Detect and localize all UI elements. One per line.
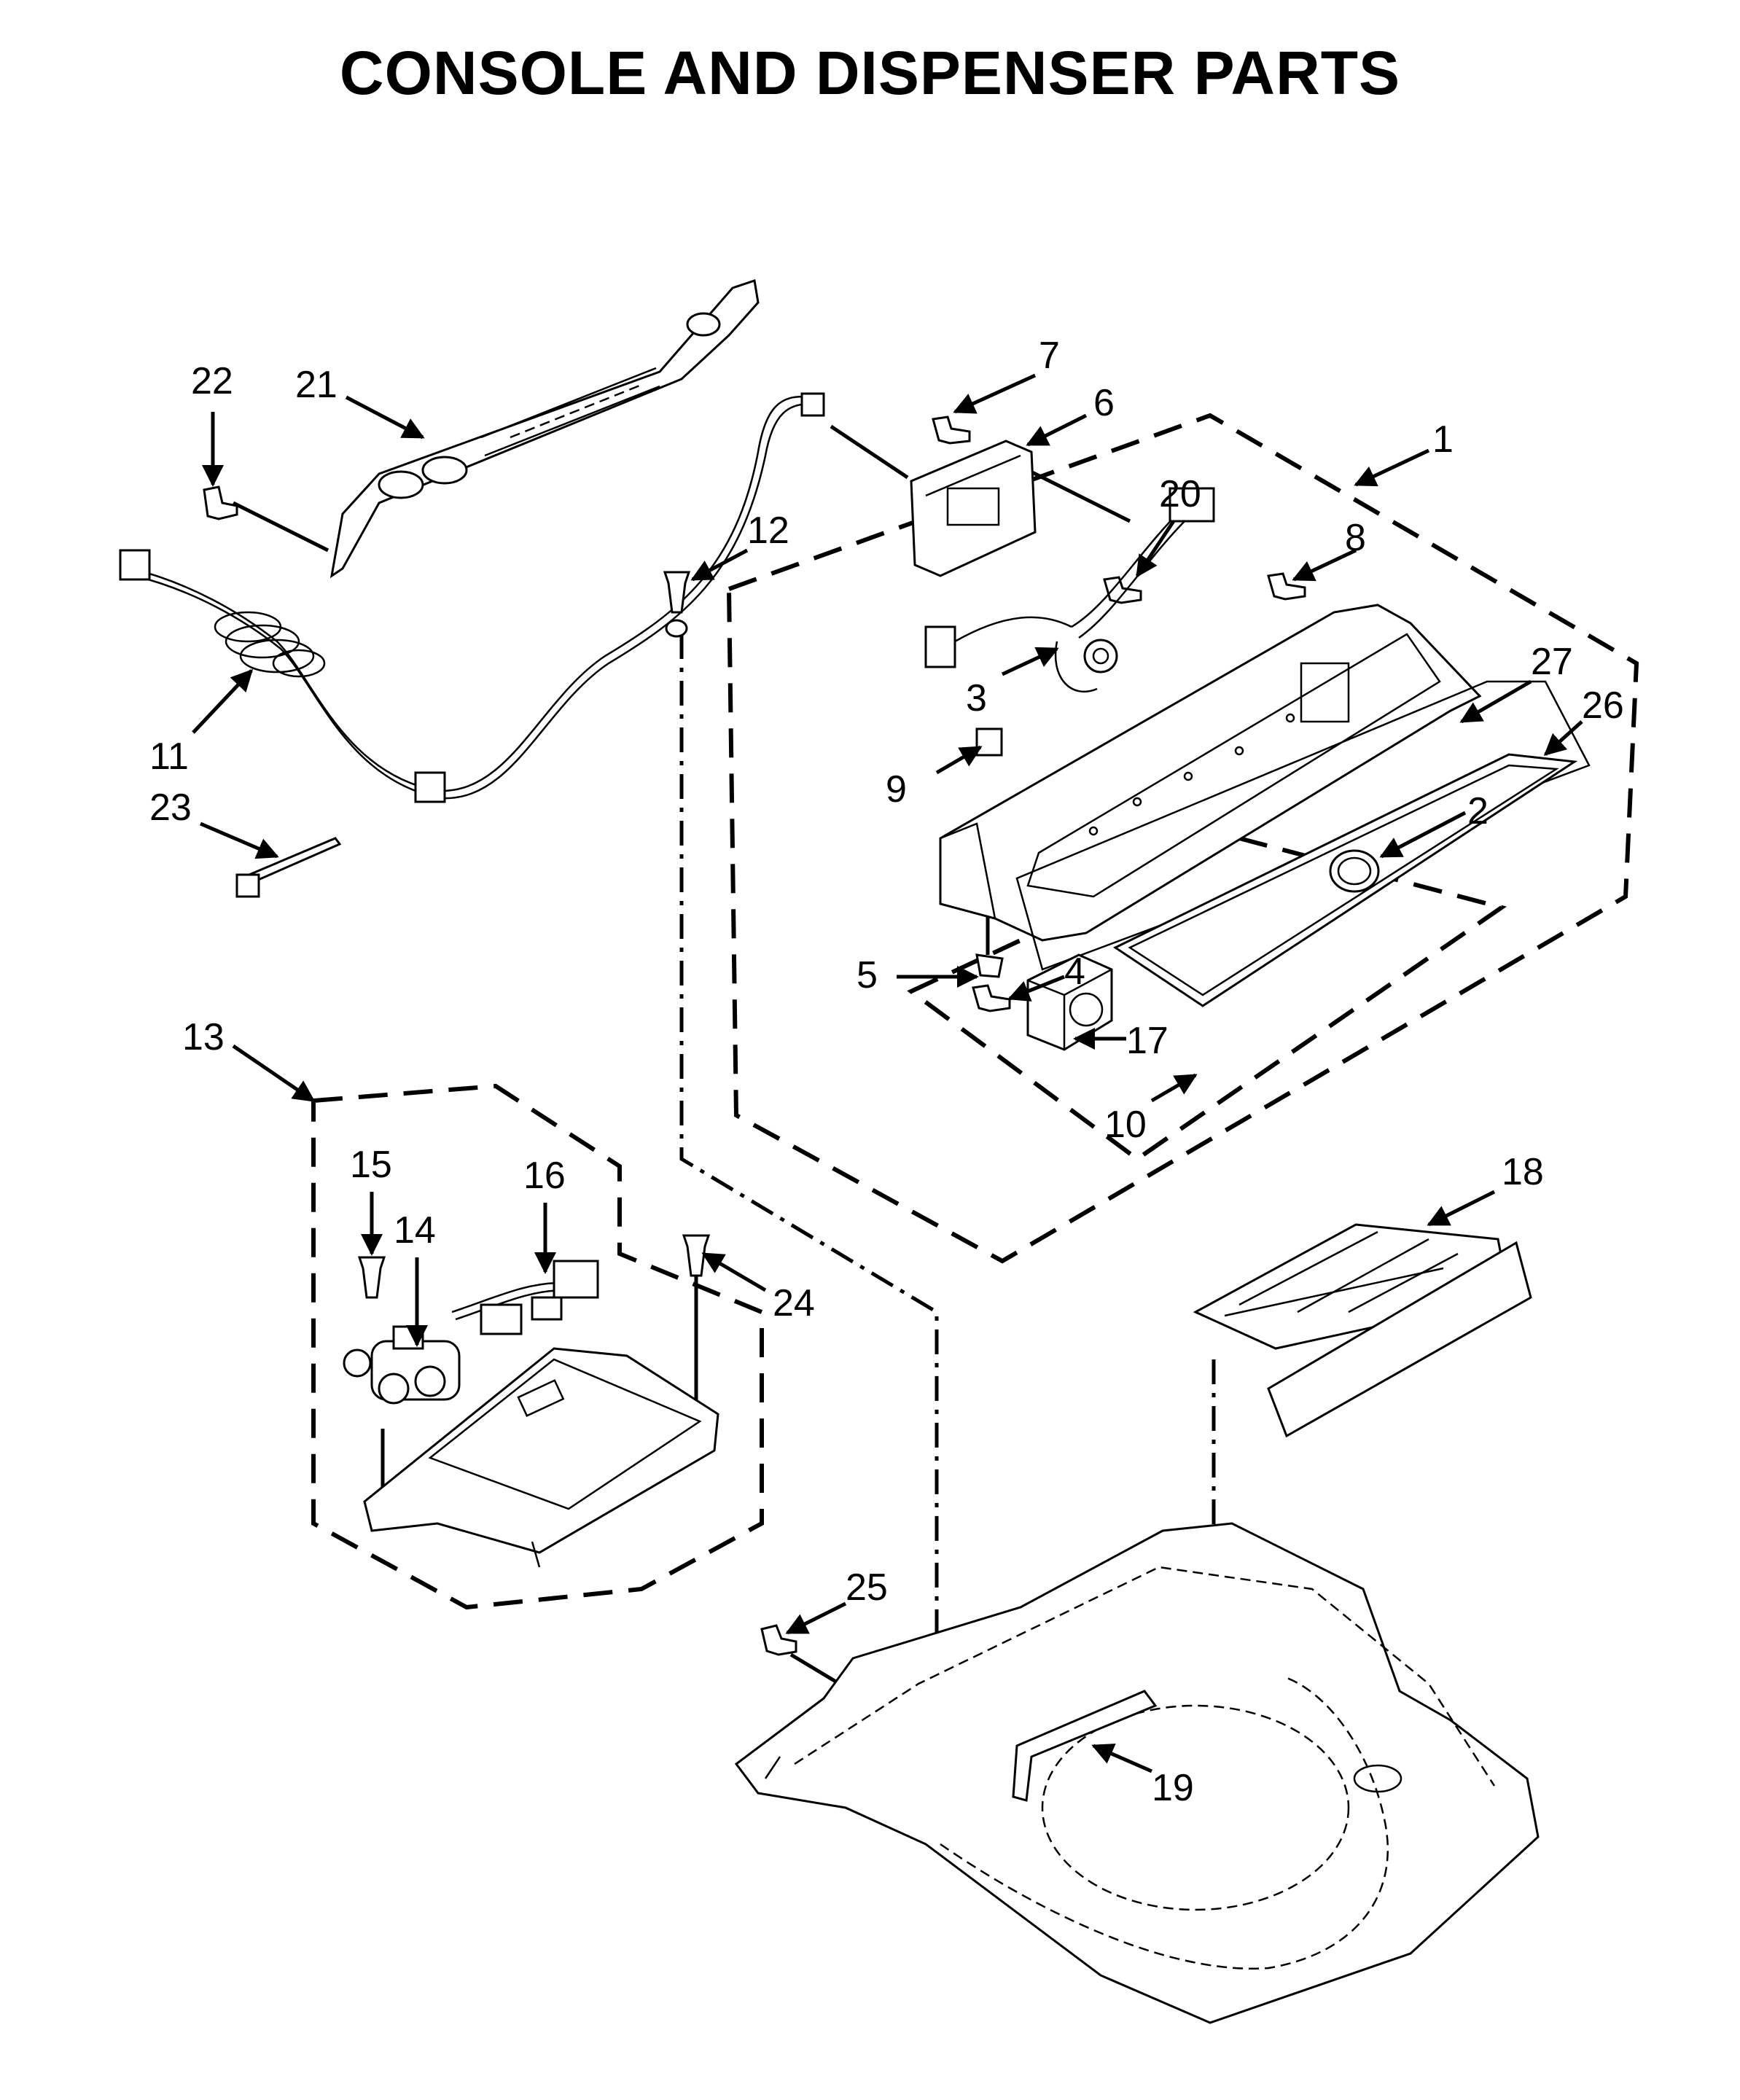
part-21-console-panel	[329, 279, 760, 579]
part-15-screw	[357, 1256, 386, 1299]
callout-14: 14	[394, 1209, 436, 1252]
callout-23: 23	[149, 786, 192, 829]
part-10-washer-top	[734, 1522, 1540, 2024]
guide-22	[232, 501, 329, 553]
callout-15: 15	[350, 1144, 392, 1186]
leader-1	[1354, 448, 1430, 487]
chain-line-12	[679, 634, 939, 1720]
part-8-screw	[1267, 572, 1306, 601]
part-27-lid-frame	[1015, 680, 1591, 971]
part-6-control-board	[910, 440, 1037, 577]
guide-6	[1019, 464, 1131, 523]
callout-18: 18	[1502, 1151, 1544, 1193]
part-2-knob	[1329, 849, 1380, 893]
callout-1: 1	[1432, 418, 1454, 461]
leader-lines	[192, 373, 1583, 1773]
callout-3: 3	[966, 677, 987, 719]
part-3-lid-switch	[924, 487, 1215, 693]
leader-7	[953, 373, 1037, 414]
callout-22: 22	[191, 360, 233, 402]
part-7-screw	[932, 415, 971, 445]
part-22-screw	[203, 485, 238, 520]
leader-6	[1026, 413, 1088, 447]
callout-5: 5	[857, 954, 878, 996]
part-4-screw	[972, 984, 1011, 1012]
callout-8: 8	[1345, 517, 1366, 559]
callout-2: 2	[1467, 790, 1489, 832]
part-23-cable-tie	[235, 837, 342, 898]
leader-8	[1292, 548, 1357, 582]
callout-13: 13	[182, 1016, 225, 1058]
callout-12: 12	[747, 510, 789, 552]
part-11-wire-harness	[119, 392, 825, 803]
callout-27: 27	[1531, 641, 1573, 683]
callout-7: 7	[1039, 335, 1060, 377]
leader-9	[935, 745, 983, 775]
callout-9: 9	[886, 768, 907, 811]
leader-26	[1543, 720, 1583, 757]
leader-13	[232, 1044, 316, 1103]
callout-10: 10	[1104, 1104, 1147, 1146]
callout-labels: 1 2 3 4 5 6 7 8 9 10 11 12 13 14 15 16 1…	[149, 335, 1624, 1809]
leader-12	[690, 548, 749, 582]
leader-11	[192, 668, 254, 734]
part-1-console	[939, 604, 1482, 942]
part-25-screw	[760, 1624, 797, 1656]
part-9-clip	[975, 727, 1003, 757]
leader-23	[200, 821, 279, 859]
part-5-clip	[975, 953, 1004, 978]
console-group-outline	[726, 413, 1639, 1264]
part-18-dispenser-drawer	[1193, 1223, 1532, 1438]
callout-19: 19	[1152, 1767, 1194, 1809]
callout-26: 26	[1582, 684, 1624, 727]
part-14-water-valve	[343, 1325, 461, 1405]
leader-10	[1150, 1073, 1198, 1103]
leader-19	[1091, 1744, 1153, 1773]
callout-6: 6	[1093, 382, 1115, 424]
leader-25	[785, 1601, 847, 1635]
leader-4	[1007, 975, 1065, 1002]
callout-16: 16	[523, 1155, 566, 1197]
callout-17: 17	[1126, 1020, 1169, 1062]
callout-4: 4	[1064, 951, 1085, 993]
callout-11: 11	[149, 735, 189, 778]
callout-25: 25	[846, 1566, 888, 1609]
part-20-screw	[1103, 576, 1142, 604]
part-12-screw	[663, 571, 691, 638]
leader-20	[1135, 520, 1176, 578]
leader-18	[1427, 1190, 1496, 1227]
leader-2	[1379, 811, 1467, 859]
guide-21	[830, 424, 909, 480]
callout-21: 21	[295, 364, 338, 406]
valve-group-outline	[311, 1083, 764, 1610]
callout-20: 20	[1159, 473, 1201, 515]
callout-24: 24	[773, 1282, 815, 1324]
part-17-module	[1026, 953, 1113, 1051]
part-19-bracket	[1012, 1690, 1158, 1802]
leader-3	[1001, 647, 1059, 676]
part-13-valve-bracket	[363, 1347, 719, 1568]
leader-27	[1459, 679, 1532, 724]
leader-21	[345, 395, 425, 440]
page-title: CONSOLE AND DISPENSER PARTS	[339, 39, 1401, 107]
leader-24	[701, 1252, 767, 1292]
part-16-valve-harness	[451, 1260, 599, 1335]
